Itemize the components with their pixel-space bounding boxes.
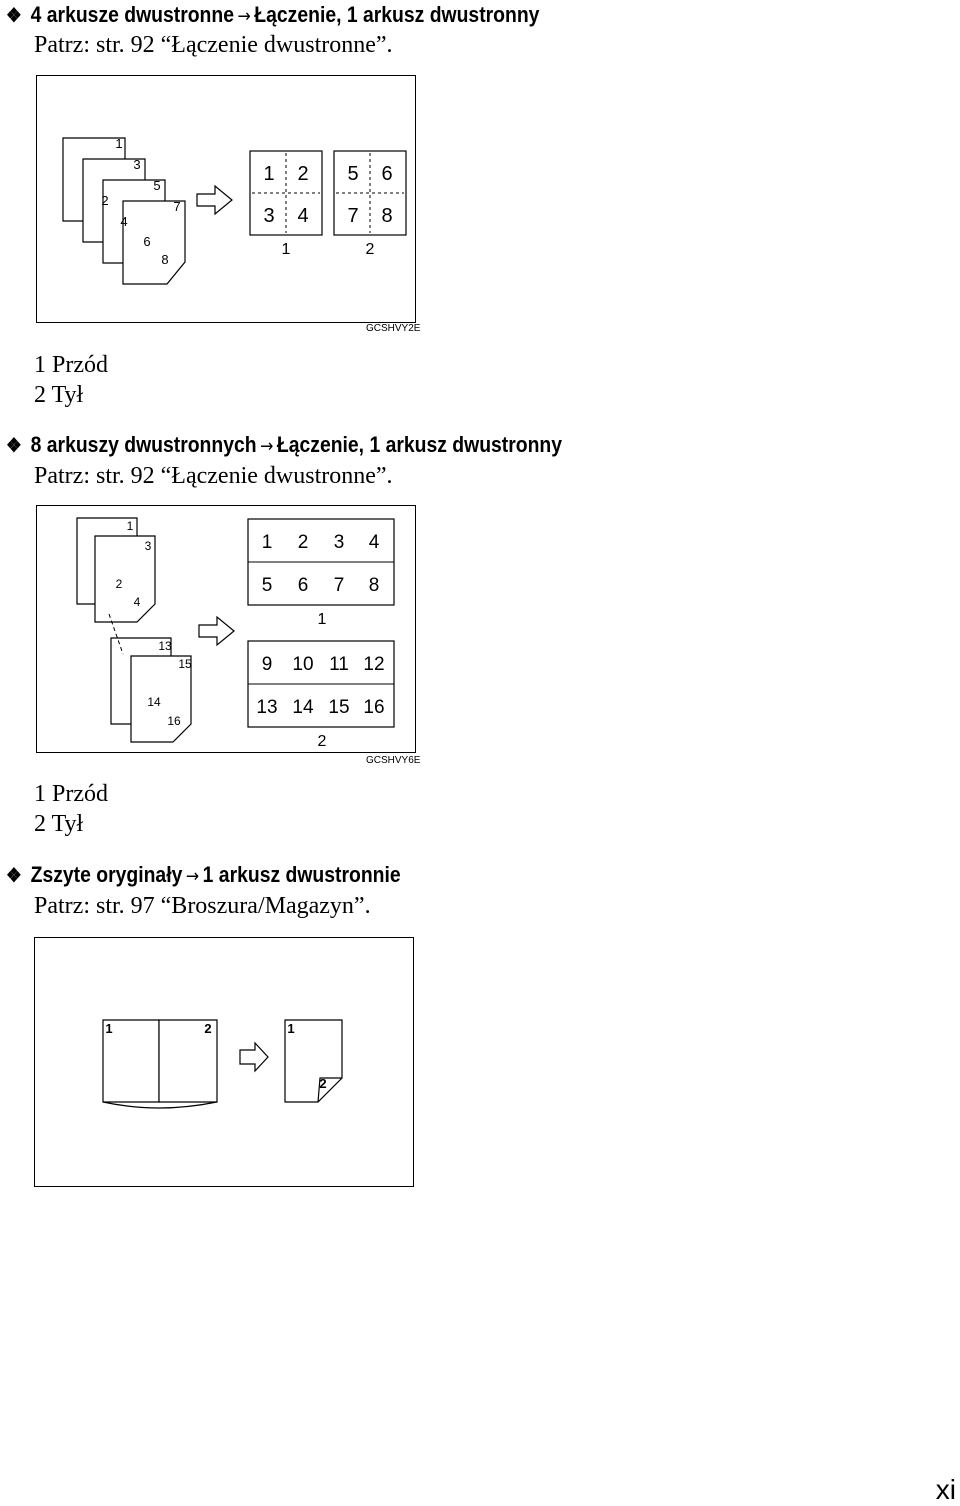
figure-3: 1 2 1 2	[34, 937, 414, 1187]
figure-2-drawing: 1 2 3 4 13 14 15 16 1 2 3 4 5 6 7 8 9 10…	[76, 517, 395, 750]
hollow-arrow-icon	[198, 615, 235, 647]
diamond-bullet-icon: ❖	[6, 865, 22, 887]
figure-3-drawing: 1 2 1 2	[102, 1019, 343, 1109]
sheet-back-page: 7	[347, 205, 358, 227]
stack-label: 14	[147, 695, 161, 709]
sheet-back-label: 2	[319, 1076, 326, 1091]
stack-label: 4	[120, 214, 127, 229]
arrow-right-icon: →	[237, 6, 251, 27]
diamond-bullet-icon: ❖	[6, 435, 22, 457]
page-reference-3: Patrz: str. 97 “Broszura/Magazyn”.	[34, 893, 371, 919]
sheet-front-page: 1	[263, 163, 274, 185]
stack-label: 16	[167, 714, 181, 728]
stack-bottom-page-2	[130, 655, 192, 743]
sheet-front-page: 4	[369, 532, 380, 553]
stack-top-page-2	[94, 535, 156, 623]
sheet-front-caption: 1	[282, 241, 291, 258]
sheet-front-caption: 1	[318, 611, 327, 628]
section-heading-2: ❖ 8 arkuszy dwustronnych→Łączenie, 1 arku…	[6, 430, 562, 460]
result-sheet	[284, 1019, 343, 1103]
figure-2: 1 2 3 4 13 14 15 16 1 2 3 4 5 6 7 8 9 10…	[36, 505, 416, 753]
page-reference-2: Patrz: str. 92 “Łączenie dwustronne”.	[34, 463, 393, 489]
stack-label: 5	[153, 178, 160, 193]
figure-1-drawing: 1 2 3 4 5 6 7 8 1 2 3 4 5 6 7 8 1 2	[62, 136, 407, 285]
sheet-back-page: 5	[347, 163, 358, 185]
sheet-back-page: 6	[381, 163, 392, 185]
figure-code-1: GCSHVY2E	[366, 323, 421, 334]
sheet-back-page: 15	[328, 697, 349, 718]
sheet-front-page: 8	[369, 575, 380, 596]
book-left-label: 1	[105, 1021, 112, 1036]
stack-label: 2	[116, 577, 123, 591]
sheet-front-label: 1	[287, 1021, 294, 1036]
sheet-back-page: 8	[381, 205, 392, 227]
sheet-back-page: 12	[363, 654, 384, 675]
figure-code-2: GCSHVY6E	[366, 755, 421, 766]
sheet-front-page: 3	[263, 205, 274, 227]
page-reference-1: Patrz: str. 92 “Łączenie dwustronne”.	[34, 32, 393, 58]
sheet-back-page: 11	[329, 654, 349, 675]
stack-label: 15	[178, 657, 192, 671]
stack-label: 3	[145, 539, 152, 553]
hollow-arrow-icon	[196, 184, 233, 216]
stack-label: 1	[115, 136, 122, 151]
sheet-front-page: 5	[262, 575, 273, 596]
stack-label: 6	[143, 234, 150, 249]
legend-item-back-2: 2 Tył	[34, 811, 84, 837]
sheet-back-page: 16	[363, 697, 384, 718]
sheet-back-page: 14	[292, 697, 314, 718]
page-number: xi	[935, 1474, 956, 1505]
heading-source: Zszyte oryginały	[30, 862, 183, 887]
sheet-front-page: 1	[262, 532, 273, 553]
section-heading-1: ❖ 4 arkusze dwustronne→Łączenie, 1 arkusz…	[6, 0, 539, 30]
book-right-label: 2	[204, 1021, 211, 1036]
sheet-back-page: 9	[262, 654, 273, 675]
stack-label: 7	[173, 199, 180, 214]
sheet-front-page: 3	[334, 532, 345, 553]
legend-item-front-2: 1 Przód	[34, 781, 108, 807]
hollow-arrow-icon	[239, 1041, 269, 1073]
sheet-back-caption: 2	[366, 241, 375, 258]
heading-target: 1 arkusz dwustronnie	[202, 862, 401, 887]
stack-label: 2	[101, 193, 108, 208]
arrow-right-icon: →	[185, 866, 200, 887]
heading-source: 8 arkuszy dwustronnych	[30, 432, 257, 457]
sheet-front-page: 2	[297, 163, 308, 185]
stack-label: 4	[134, 595, 141, 609]
section-heading-3: ❖ Zszyte oryginały→1 arkusz dwustronnie	[6, 860, 401, 890]
legend-item-front-1: 1 Przód	[34, 352, 108, 378]
legend-item-back-1: 2 Tył	[34, 382, 84, 408]
figure-1: 1 2 3 4 5 6 7 8 1 2 3 4 5 6 7 8 1 2	[36, 75, 416, 323]
sheet-front-page: 4	[297, 205, 308, 227]
sheet-front-page: 2	[298, 532, 309, 553]
arrow-right-icon: →	[260, 436, 274, 457]
heading-target: Łączenie, 1 arkusz dwustronny	[276, 432, 563, 457]
heading-target: Łączenie, 1 arkusz dwustronny	[254, 2, 540, 27]
sheet-back-page: 10	[292, 654, 313, 675]
stack-page-4	[122, 200, 186, 285]
diamond-bullet-icon: ❖	[6, 5, 22, 27]
stack-label: 3	[133, 157, 140, 172]
heading-source: 4 arkusze dwustronne	[30, 2, 234, 27]
sheet-front-page: 6	[298, 575, 309, 596]
sheet-front-page: 7	[334, 575, 345, 596]
stack-label: 8	[161, 252, 168, 267]
stack-label: 1	[127, 519, 134, 533]
sheet-back-page: 13	[256, 697, 277, 718]
sheet-back-caption: 2	[318, 733, 327, 750]
stack-label: 13	[158, 639, 172, 653]
